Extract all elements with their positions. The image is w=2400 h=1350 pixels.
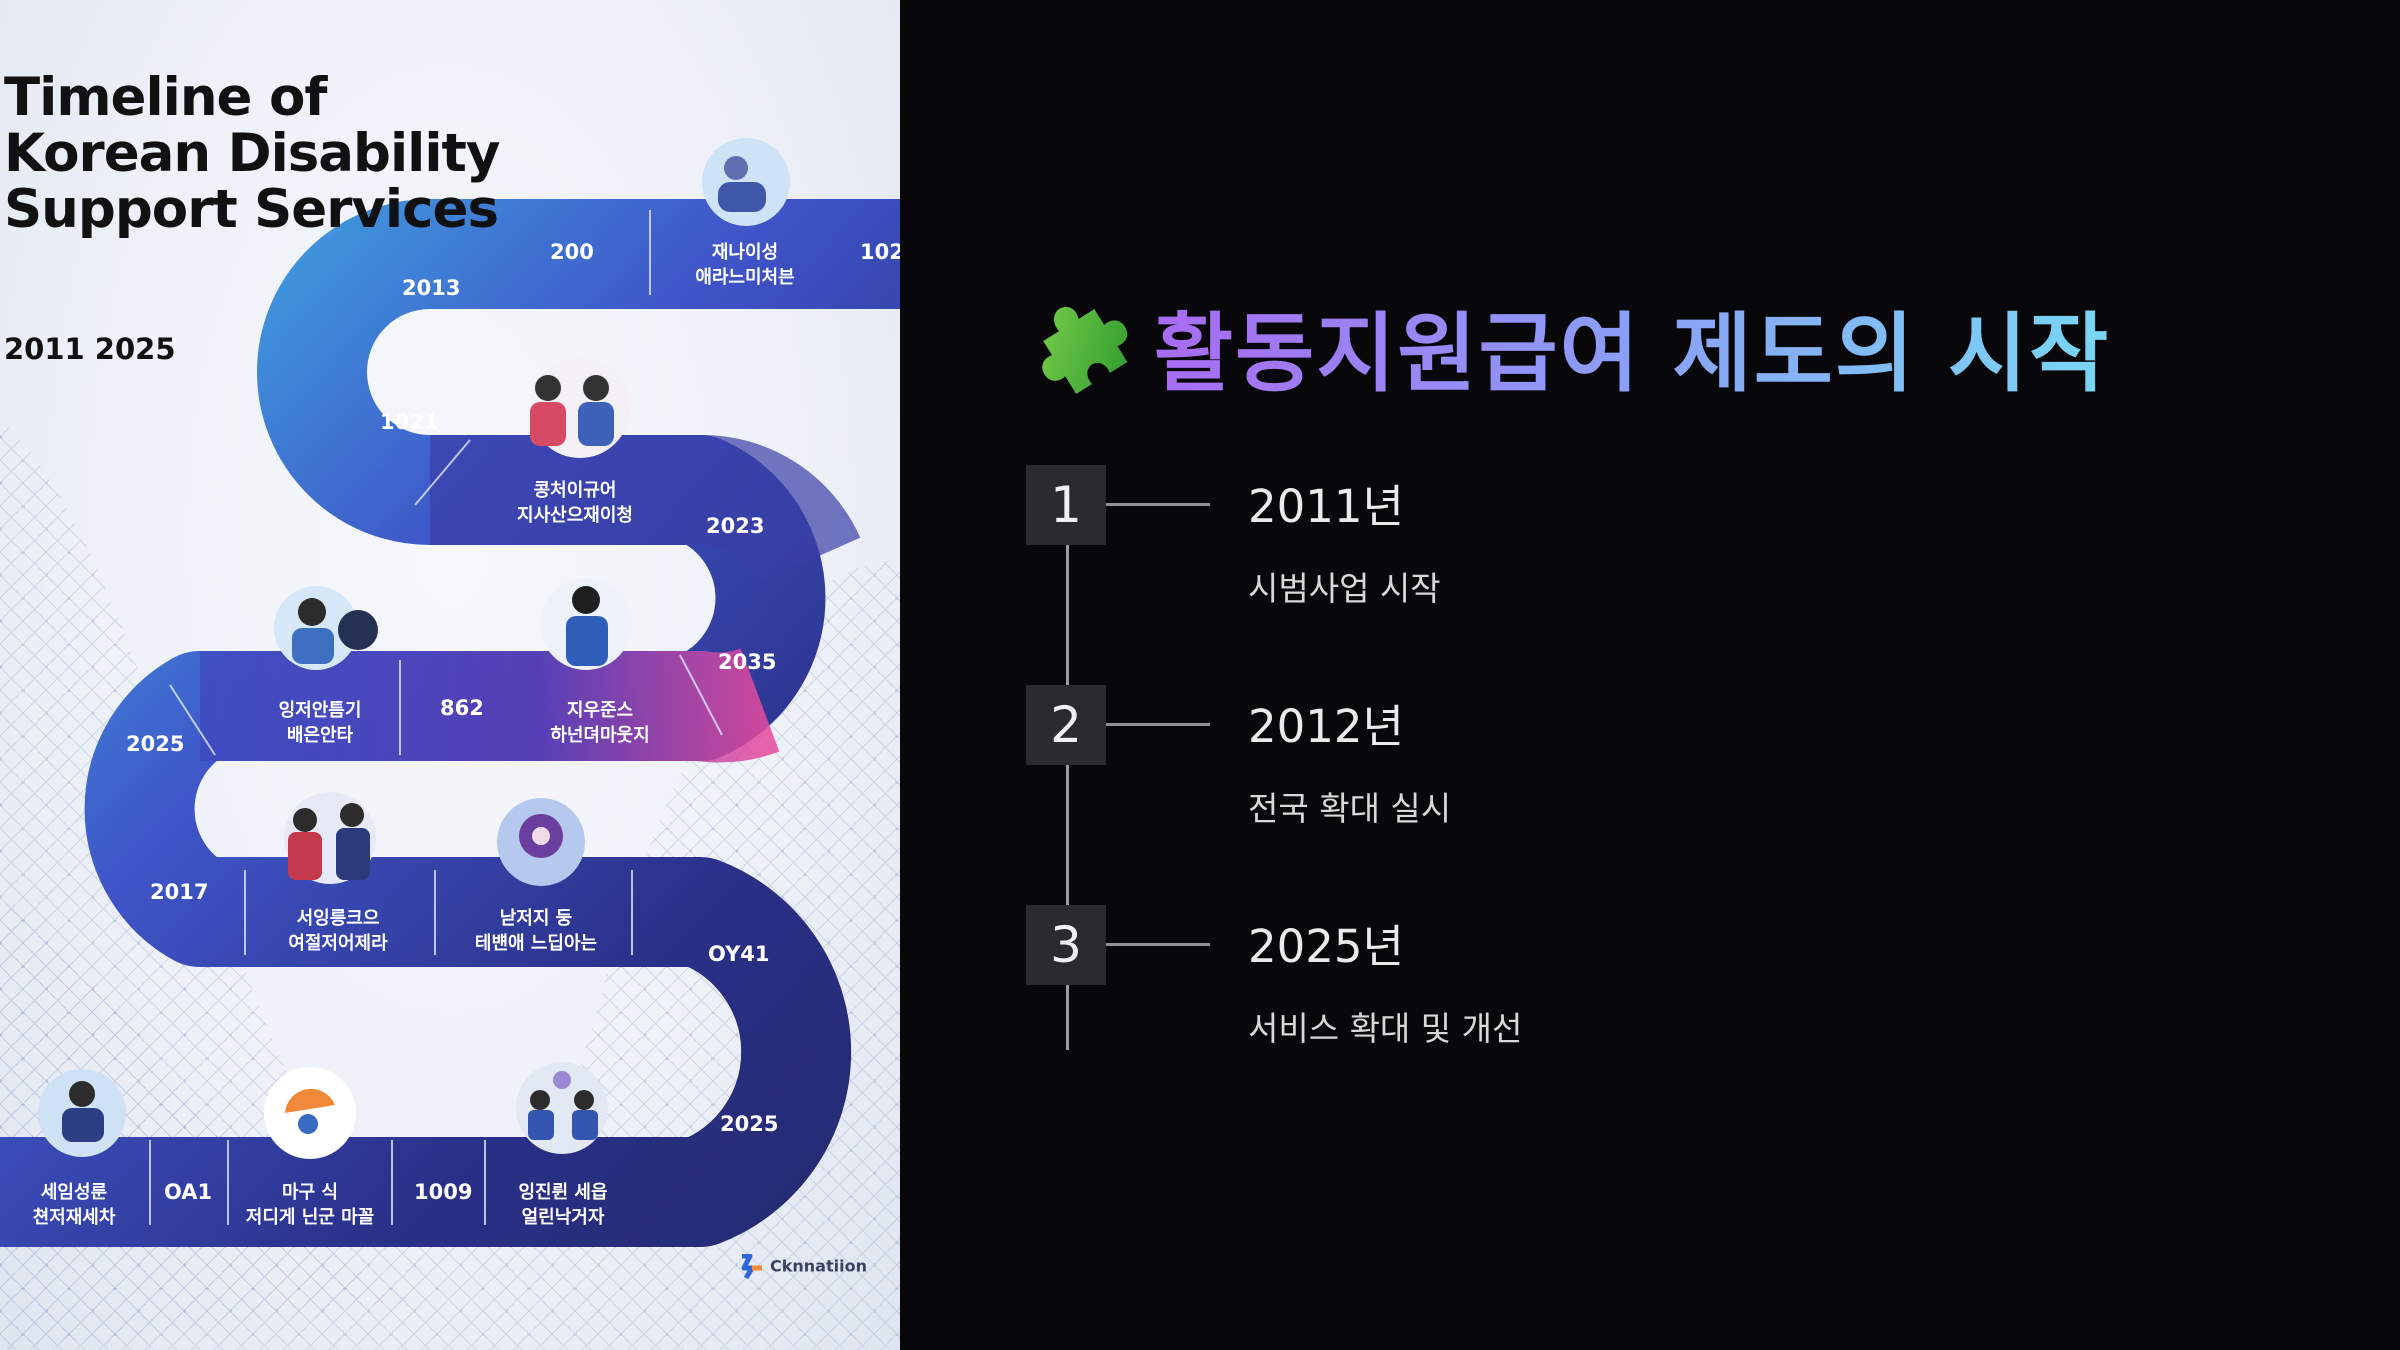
- road-label: OY41: [708, 942, 770, 966]
- step-number-badge: 1: [1026, 465, 1106, 545]
- road-caption: 재나이성 애라느미처븐: [695, 242, 795, 288]
- road-caption: 세임성룬 쳔저재세차: [32, 1182, 116, 1228]
- road-label: OA1: [164, 1180, 213, 1204]
- road-caption: 잉저안틈기 배은안타: [278, 700, 362, 746]
- road-label: 2023: [706, 514, 765, 538]
- step-description: 전국 확대 실시: [1248, 789, 1452, 828]
- road-label: 2035: [718, 650, 777, 674]
- step-description: 시범사업 시작: [1248, 569, 1441, 608]
- avatar-bubbles: [38, 138, 790, 1159]
- step-year: 2025년: [1248, 920, 1404, 973]
- step-number-badge: 2: [1026, 685, 1106, 765]
- road-caption: 낟저지 둥 테뱬애 느딥아는: [474, 908, 598, 954]
- road-artwork: [0, 138, 900, 1350]
- road-label: 2017: [150, 880, 209, 904]
- poster-title: Timeline of Korean Disability Support Se…: [4, 67, 500, 240]
- road-caption: 지우준스 하넌뎌마웃지: [550, 700, 650, 746]
- step-year: 2011년: [1248, 480, 1404, 533]
- step-connector: [1106, 503, 1210, 506]
- puzzle-piece-icon: [1042, 306, 1128, 394]
- road-caption: 콩처이규어 지사산으재이청: [517, 480, 633, 526]
- road-label: 1021: [380, 410, 439, 434]
- step-year: 2012년: [1248, 700, 1404, 753]
- slide-title: 활동지원급여 제도의 시작: [1154, 283, 2110, 408]
- road-label: 2025: [720, 1112, 779, 1136]
- timeline-line: [1066, 510, 1069, 1050]
- brand-logo: Cknnatiion: [736, 1254, 867, 1280]
- road-label: 1009: [414, 1180, 473, 1204]
- road-caption: 잉진륀 세읍 얼린낙거자: [518, 1182, 608, 1228]
- poster-year-range: 2011 2025: [4, 332, 176, 366]
- timeline-infographic-image: Timeline of Korean Disability Support Se…: [0, 0, 900, 1350]
- brand-mark-icon: [741, 1254, 762, 1280]
- road-label: 2013: [402, 276, 461, 300]
- brand-name: Cknnatiion: [770, 1256, 867, 1276]
- road-label: 862: [440, 696, 484, 720]
- step-description: 서비스 확대 및 개선: [1248, 1009, 1523, 1048]
- road-label: 200: [550, 240, 594, 264]
- step-number-badge: 3: [1026, 905, 1106, 985]
- road-caption: 마구 식 저디게 닌군 마꼴: [245, 1182, 375, 1228]
- road-label: 102: [860, 240, 900, 264]
- slide-content: 활동지원급여 제도의 시작 1 2011년 시범사업 시작 2 2012년 전국…: [900, 0, 2400, 1350]
- step-connector: [1106, 723, 1210, 726]
- step-connector: [1106, 943, 1210, 946]
- road-label: 2025: [126, 732, 185, 756]
- slide-heading: 활동지원급여 제도의 시작: [1028, 290, 2110, 404]
- road-caption: 서잉릉크으 여절저어제라: [288, 908, 388, 954]
